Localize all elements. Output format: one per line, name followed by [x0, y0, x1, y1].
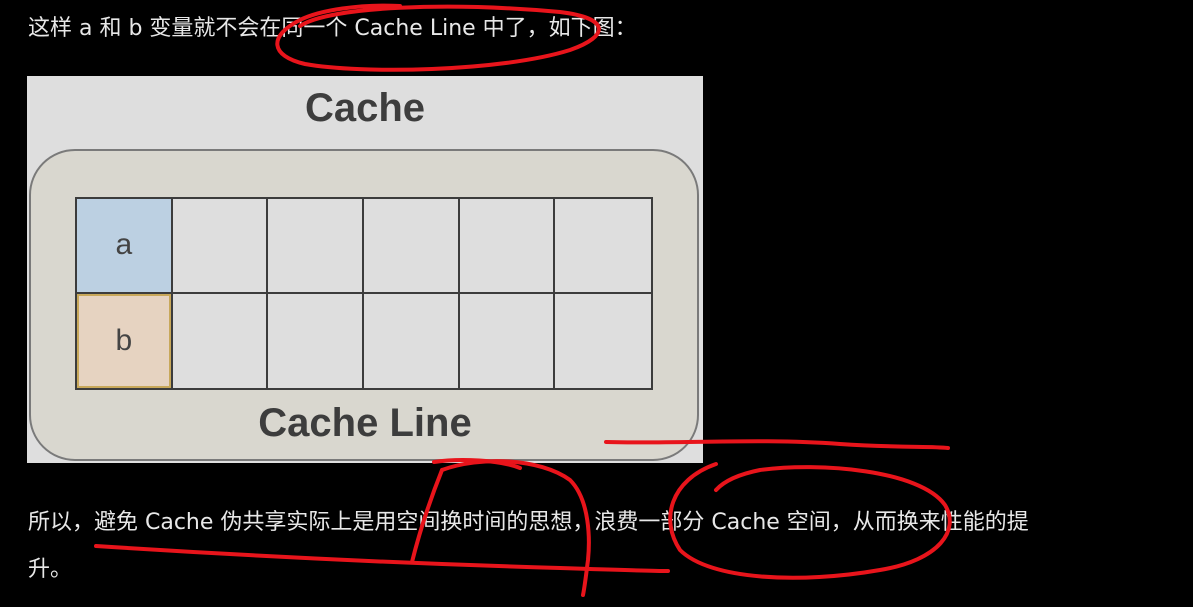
cache-cell	[555, 294, 651, 389]
cache-grid: a b	[75, 197, 653, 390]
figure-caption: Cache Line	[258, 401, 472, 445]
cache-cell	[364, 293, 460, 388]
cache-cell	[459, 199, 556, 294]
cache-cell	[555, 199, 651, 294]
cache-cell	[363, 199, 460, 294]
cache-cell	[268, 199, 364, 294]
cache-cell-b: b	[77, 293, 173, 388]
cache-cell	[268, 293, 364, 388]
cache-cell-a: a	[77, 199, 173, 294]
paragraph-line-3: 升。	[28, 557, 73, 582]
paragraph-line-1: 这样 a 和 b 变量就不会在同一个 Cache Line 中了，如下图：	[28, 16, 637, 41]
cache-cell	[172, 199, 269, 294]
annotation-underline-text	[94, 544, 670, 573]
cache-cell	[460, 293, 556, 388]
figure-title: Cache	[304, 86, 426, 130]
cache-cell	[173, 293, 269, 388]
cache-figure: Cache a b Cache Line	[27, 76, 703, 463]
paragraph-line-2: 所以，避免 Cache 伪共享实际上是用空间换时间的思想，浪费一部分 Cache…	[28, 510, 1029, 535]
